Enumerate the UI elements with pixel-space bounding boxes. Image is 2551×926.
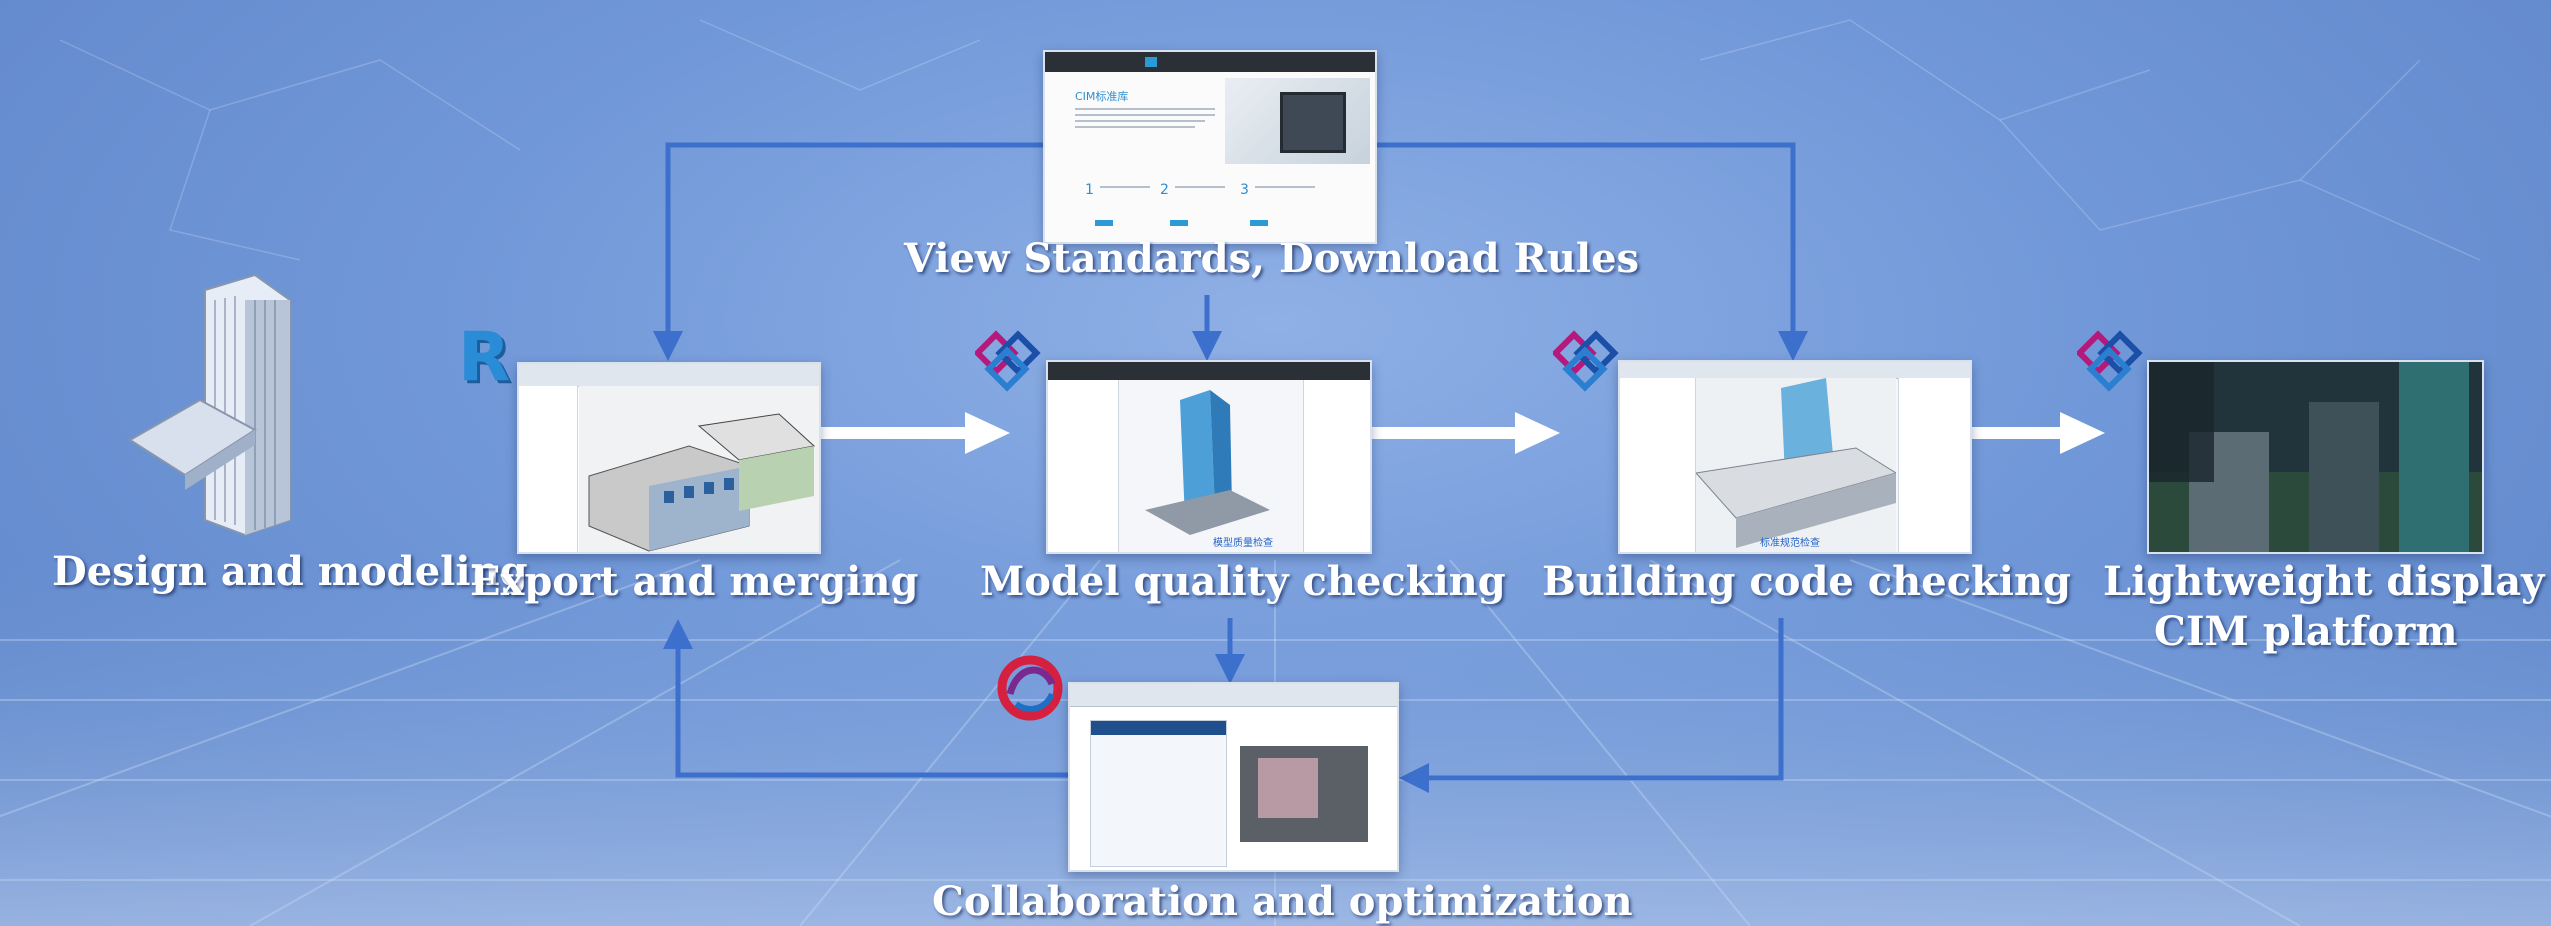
cim-platform-screenshot xyxy=(2147,360,2484,554)
city-scene-view xyxy=(2149,362,2482,552)
standards-page-title: CIM标准库 xyxy=(1075,90,1129,103)
arrow-standards-to-export xyxy=(653,142,1043,361)
nav-active-tab xyxy=(1145,57,1157,67)
viewer-toolbar xyxy=(1048,362,1370,380)
model-quality-screenshot: 模型质量检查 xyxy=(1046,360,1372,554)
step-button[interactable] xyxy=(1170,220,1188,226)
viewer-tree-panel xyxy=(1898,378,1970,552)
label-export-merging: Export and merging xyxy=(470,558,919,605)
step-3: 3 xyxy=(1240,182,1249,198)
building-illustration xyxy=(128,273,291,537)
label-view-standards: View Standards, Download Rules xyxy=(904,235,1640,282)
label-model-quality: Model quality checking xyxy=(980,558,1506,605)
tower-model-view xyxy=(1145,390,1270,535)
standards-website-screenshot: CIM标准库 1 2 3 xyxy=(1043,50,1377,244)
building-model-view xyxy=(1696,378,1896,552)
step-2: 2 xyxy=(1160,182,1169,198)
arrow-code-to-display xyxy=(1970,412,2105,454)
label-collaboration: Collaboration and optimization xyxy=(932,878,1633,925)
ifc-logo-icon xyxy=(2077,330,2143,392)
arrow-standards-to-code xyxy=(1375,142,1808,361)
building-code-screenshot: 标准规范检查 xyxy=(1618,360,1972,554)
revit-project-browser xyxy=(519,386,578,552)
collaboration-logo-icon xyxy=(997,655,1063,721)
collab-issue-panel xyxy=(1090,720,1227,867)
revit-logo-icon: R xyxy=(458,318,511,397)
monitor-graphic xyxy=(1280,92,1346,153)
revit-ribbon xyxy=(519,364,819,387)
network-lines xyxy=(59,19,2481,261)
arrow-quality-to-code xyxy=(1370,412,1560,454)
arrow-code-to-collab xyxy=(1399,618,1784,793)
label-building-code: Building code checking xyxy=(1542,558,2072,605)
step-button[interactable] xyxy=(1095,220,1113,226)
revit-model-view xyxy=(579,386,819,552)
quality-caption: 模型质量检查 xyxy=(1213,538,1273,549)
label-lightweight-display: Lightweight display xyxy=(2103,558,2545,605)
ifc-logo-icon xyxy=(975,330,1041,392)
viewer-issue-list xyxy=(1303,380,1370,552)
collaboration-screenshot xyxy=(1068,682,1399,872)
code-caption: 标准规范检查 xyxy=(1760,538,1820,549)
flow-arrows xyxy=(820,412,2105,454)
arrow-export-to-quality xyxy=(820,412,1010,454)
viewer-toolbar xyxy=(1620,362,1970,379)
step-1: 1 xyxy=(1085,182,1094,198)
collab-snapshot xyxy=(1240,746,1368,842)
website-navbar xyxy=(1045,52,1375,72)
ifc-logo-icon xyxy=(1553,330,1619,392)
label-design-modeling: Design and modeling xyxy=(52,548,528,595)
connector-arrows xyxy=(653,142,1808,793)
step-button[interactable] xyxy=(1250,220,1268,226)
revit-export-screenshot xyxy=(517,362,821,554)
label-cim-platform: CIM platform xyxy=(2154,608,2458,655)
viewer-left-panel xyxy=(1620,378,1696,552)
viewer-left-panel xyxy=(1048,380,1119,552)
arrow-collab-to-export xyxy=(663,619,1068,778)
collab-toolbar xyxy=(1070,684,1397,707)
